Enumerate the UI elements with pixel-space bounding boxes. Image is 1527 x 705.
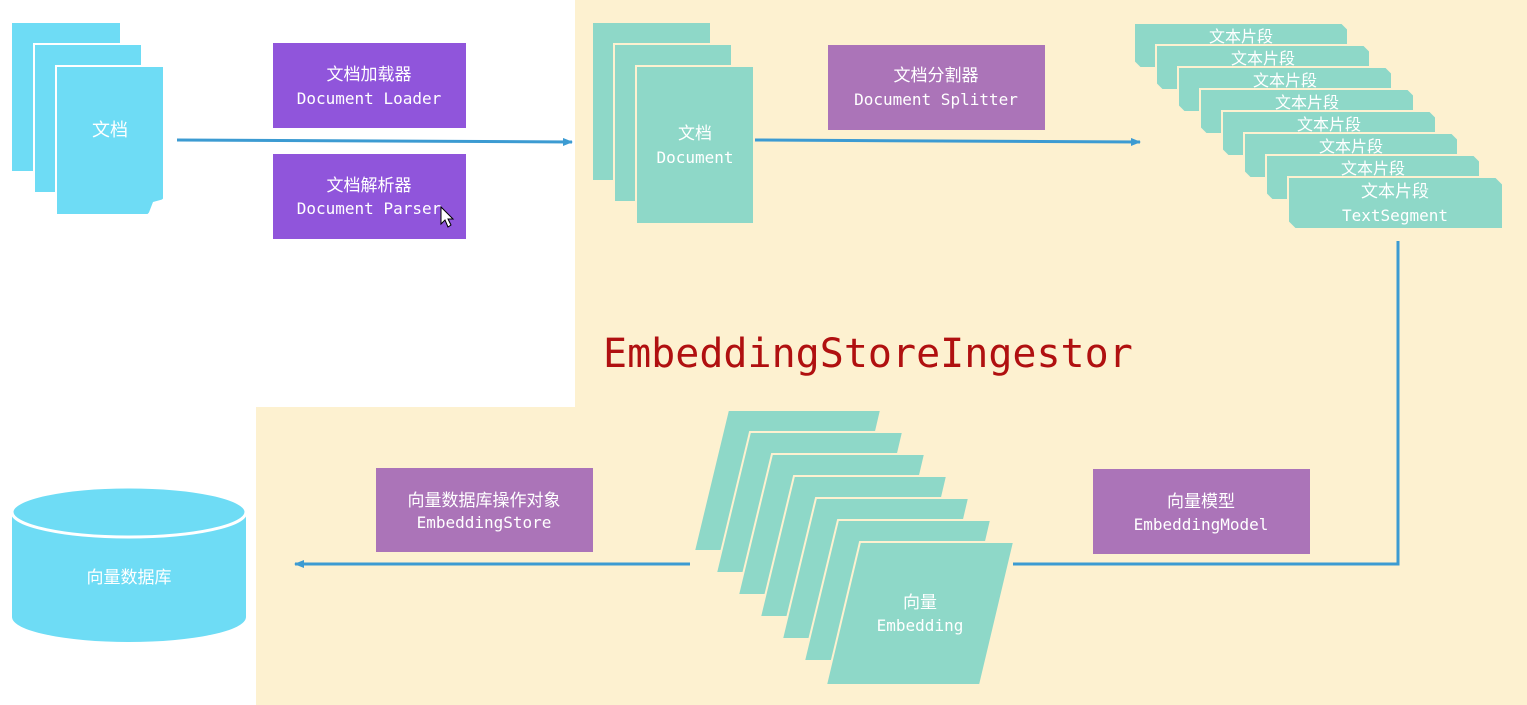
segment-label-7: 文本片段 bbox=[1341, 159, 1405, 178]
embedding-model-box: 向量模型 EmbeddingModel bbox=[1093, 469, 1310, 554]
splitter-cn: 文档分割器 bbox=[894, 66, 979, 86]
model-en: EmbeddingModel bbox=[1134, 515, 1269, 534]
source-doc-label: 文档 bbox=[92, 120, 128, 141]
model-cn: 向量模型 bbox=[1167, 492, 1235, 512]
cursor-icon bbox=[440, 205, 455, 228]
segment-label-2: 文本片段 bbox=[1231, 49, 1295, 68]
embedding-store-box: 向量数据库操作对象 EmbeddingStore bbox=[376, 468, 593, 552]
arrow-split bbox=[754, 137, 1141, 146]
connector-embed bbox=[1013, 241, 1400, 566]
arrow-load bbox=[176, 137, 573, 146]
parser-cn: 文档解析器 bbox=[327, 176, 412, 196]
store-en: EmbeddingStore bbox=[417, 513, 552, 532]
database-label: 向量数据库 bbox=[87, 568, 172, 588]
document-splitter-box: 文档分割器 Document Splitter bbox=[828, 45, 1045, 130]
segment-label-4: 文本片段 bbox=[1275, 93, 1339, 112]
document-stack: 文档 Document bbox=[593, 23, 755, 225]
document-loader-box: 文档加载器 Document Loader bbox=[273, 43, 466, 128]
loader-en: Document Loader bbox=[297, 89, 442, 108]
document-parser-box: 文档解析器 Document Parser bbox=[273, 154, 466, 239]
document-cn: 文档 bbox=[678, 124, 712, 144]
parser-en: Document Parser bbox=[297, 199, 442, 218]
segment-label-6: 文本片段 bbox=[1319, 137, 1383, 156]
loader-cn: 文档加载器 bbox=[327, 65, 412, 85]
embedding-en: Embedding bbox=[877, 616, 964, 635]
embedding-stack: 向量 Embedding bbox=[692, 409, 1016, 686]
segment-cn: 文本片段 bbox=[1361, 182, 1429, 202]
store-cn: 向量数据库操作对象 bbox=[408, 491, 561, 511]
segment-en: TextSegment bbox=[1342, 206, 1448, 225]
segment-label-3: 文本片段 bbox=[1253, 71, 1317, 90]
document-en: Document bbox=[656, 148, 733, 167]
text-segment-stack: 文本片段 文本片段 文本片段 文本片段 文本片段 文本片段 文本片段 文本片段 … bbox=[1133, 22, 1504, 230]
segment-label-1: 文本片段 bbox=[1209, 27, 1273, 46]
splitter-en: Document Splitter bbox=[854, 90, 1018, 109]
segment-label-5: 文本片段 bbox=[1297, 115, 1361, 134]
ingestor-title: EmbeddingStoreIngestor bbox=[603, 331, 1133, 377]
vector-database: 向量数据库 bbox=[10, 485, 248, 642]
source-documents: 文档 bbox=[12, 23, 165, 216]
embedding-cn: 向量 bbox=[903, 593, 937, 613]
